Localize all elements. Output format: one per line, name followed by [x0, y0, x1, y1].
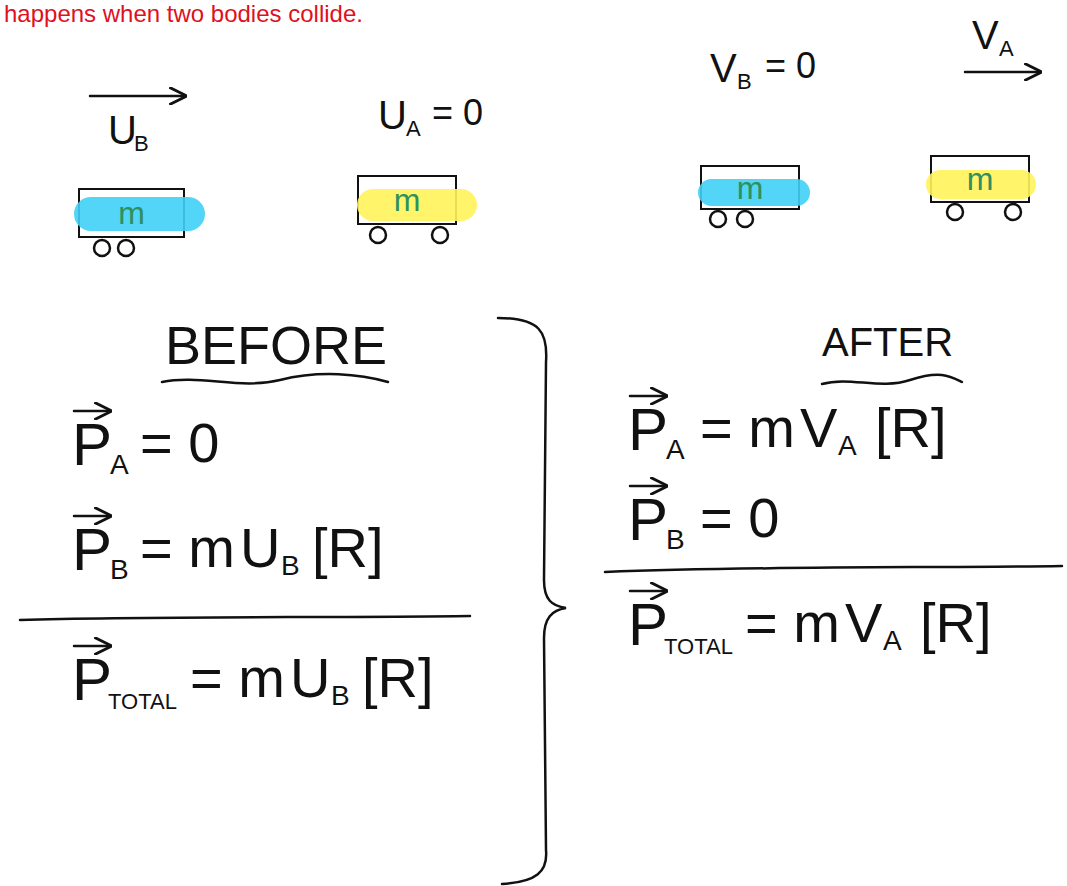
wheel: [1005, 204, 1021, 220]
wheel: [94, 240, 110, 256]
subscript: B: [134, 133, 149, 155]
subscript: TOTAL: [108, 691, 177, 713]
velocity-arrow: [965, 71, 1040, 74]
direction-label: [R]: [875, 400, 947, 456]
direction-label: [R]: [312, 520, 384, 576]
vector-arrow: [630, 395, 666, 398]
velocity-symbol: U: [290, 650, 330, 706]
cart-body: m: [357, 175, 457, 225]
subscript: B: [110, 556, 129, 584]
equation-term: = 0: [700, 490, 779, 546]
momentum-symbol: P: [628, 400, 668, 460]
underline: [162, 374, 388, 383]
vector-arrow: [74, 645, 110, 648]
wheel: [432, 227, 448, 243]
wheel: [947, 204, 963, 220]
vector-arrow: [630, 590, 666, 593]
sum-line: [605, 566, 1062, 572]
momentum-symbol: P: [72, 415, 112, 475]
momentum-symbol: P: [628, 595, 668, 655]
subscript: TOTAL: [664, 636, 733, 658]
wheel: [118, 240, 134, 256]
cart-body: m: [700, 165, 800, 210]
velocity-symbol: V: [972, 15, 999, 55]
direction-label: [R]: [920, 595, 992, 651]
cart-body: m: [78, 188, 185, 238]
equation-term: = m: [745, 595, 840, 651]
equation-term: = m: [140, 520, 235, 576]
vector-arrow: [74, 515, 110, 518]
equation-term: = 0: [432, 95, 483, 131]
momentum-symbol: P: [72, 520, 112, 580]
wheel: [710, 211, 726, 227]
subscript: B: [737, 71, 752, 93]
mass-label: m: [394, 184, 421, 216]
subscript: B: [666, 526, 685, 554]
velocity-symbol: U: [378, 95, 407, 135]
momentum-symbol: P: [628, 490, 668, 550]
subscript: B: [331, 682, 350, 710]
note-text: happens when two bodies collide.: [4, 2, 363, 26]
mass-label: m: [737, 172, 764, 204]
sum-line: [20, 616, 470, 620]
velocity-arrow: [90, 95, 185, 98]
underline: [822, 375, 962, 384]
section-heading: BEFORE: [165, 318, 387, 372]
subscript: B: [281, 552, 300, 580]
equation-term: = m: [700, 400, 795, 456]
velocity-symbol: V: [710, 48, 737, 88]
subscript: A: [110, 451, 129, 479]
wheel: [370, 227, 386, 243]
momentum-symbol: P: [72, 650, 112, 710]
velocity-symbol: V: [845, 595, 882, 651]
subscript: A: [838, 432, 857, 460]
equation-term: = m: [190, 650, 285, 706]
velocity-symbol: U: [108, 110, 137, 150]
direction-label: [R]: [362, 650, 434, 706]
subscript: A: [406, 118, 421, 140]
mass-label: m: [967, 163, 994, 195]
equation-term: = 0: [765, 48, 816, 84]
subscript: A: [666, 436, 685, 464]
cart-body: m: [930, 155, 1030, 203]
vector-arrow: [630, 485, 666, 488]
velocity-symbol: U: [240, 520, 280, 576]
subscript: A: [883, 627, 902, 655]
subscript: A: [999, 38, 1014, 60]
section-heading: AFTER: [822, 322, 953, 362]
mass-label: m: [118, 197, 145, 229]
velocity-symbol: V: [800, 400, 837, 456]
equation-term: = 0: [140, 415, 219, 471]
wheel: [737, 211, 753, 227]
vector-arrow: [74, 410, 110, 413]
curly-brace: [498, 318, 566, 884]
